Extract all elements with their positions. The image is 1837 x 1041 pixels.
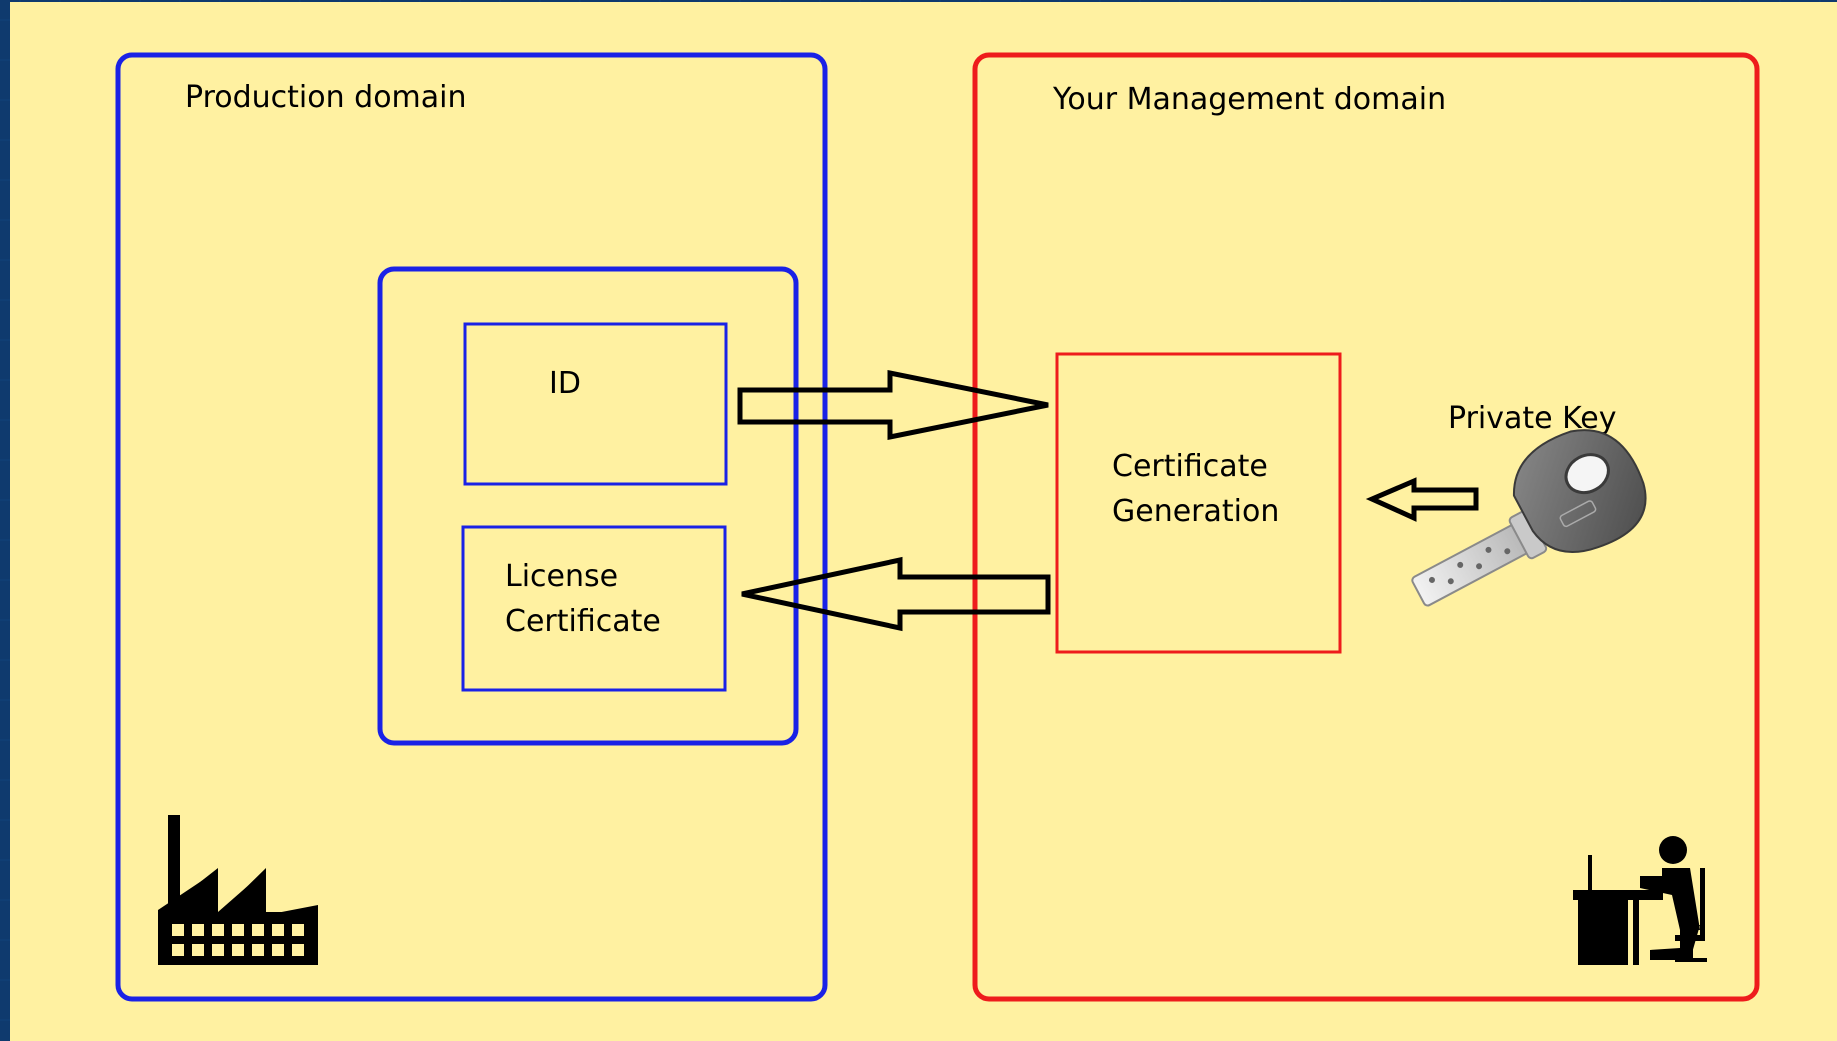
certificate-generation-label-line1: Certificate	[1112, 449, 1268, 484]
person-at-desk-icon	[1573, 836, 1707, 965]
arrow-certificate-generation-to-license	[741, 556, 1051, 632]
production-domain: Production domain ID License Certificate	[115, 52, 828, 1002]
device-container	[377, 266, 799, 746]
license-certificate-box	[461, 525, 727, 692]
management-domain-border	[972, 52, 1760, 1002]
id-box	[463, 322, 728, 486]
management-domain-label: Your Management domain	[1052, 82, 1446, 117]
management-domain: Your Management domain Certificate Gener…	[972, 52, 1760, 1002]
id-label: ID	[549, 366, 581, 401]
certificate-generation-box	[1055, 352, 1342, 654]
production-domain-label: Production domain	[185, 80, 467, 115]
factory-icon	[158, 815, 318, 965]
production-domain-border	[115, 52, 828, 1002]
certificate-generation-label-line2: Generation	[1112, 494, 1279, 529]
arrow-id-to-certificate-generation	[737, 369, 1049, 441]
arrow-private-key-to-certificate-generation	[1365, 477, 1479, 522]
key-icon	[1411, 429, 1647, 607]
license-certificate-label-line1: License	[505, 559, 618, 594]
license-certificate-label-line2: Certificate	[505, 604, 661, 639]
